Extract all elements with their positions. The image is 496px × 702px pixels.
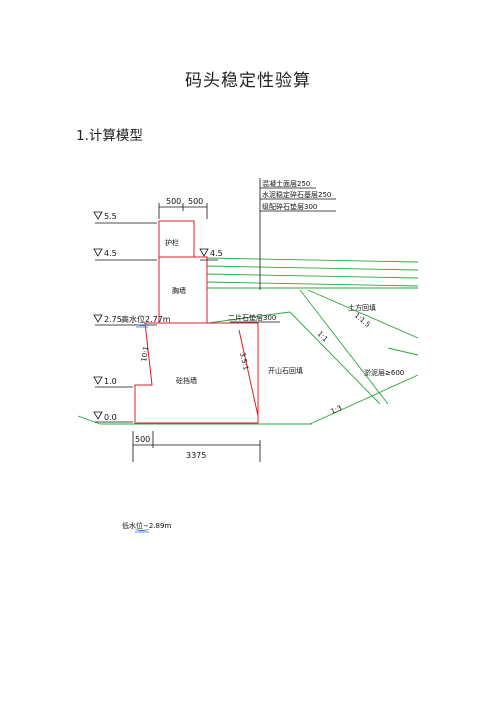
level-marker-icon: [93, 314, 103, 323]
level-marker-icon: [93, 411, 103, 420]
annotation-lines: [95, 178, 336, 462]
dim-toe: 500: [135, 435, 150, 444]
quarry-fill-label: 开山石回填: [268, 366, 303, 375]
level-markers: [93, 211, 209, 420]
high-water-level: 高水位2.77m: [121, 314, 171, 324]
gravity-wall-outline: [134, 322, 259, 424]
page-title: 码头稳定性验算: [185, 71, 311, 91]
low-water-icon: [134, 529, 150, 531]
level-1-0: 1.0: [104, 377, 117, 386]
pavement-layer-1: 混凝土面层250: [262, 179, 310, 188]
level-2-75: 2.75: [104, 315, 122, 324]
slope-back: 3.5:1: [238, 352, 250, 371]
high-water-icon: [135, 324, 149, 326]
level-marker-icon: [93, 376, 103, 385]
level-marker-icon: [93, 248, 103, 257]
level-4-5: 4.5: [104, 249, 117, 258]
water-symbols: [134, 324, 150, 533]
gravity-wall-label: 砼挡墙: [176, 376, 197, 385]
low-water-level: 低水位−2.89m: [122, 521, 171, 530]
slope-labels: 10:1 3.5:1 1:1 1:1.5 1:3: [140, 311, 372, 415]
level-0-0: 0.0: [104, 413, 117, 422]
ground-lines: [77, 257, 419, 425]
dimension-labels: 500 500 500 3375: [135, 197, 206, 460]
breast-wall-label: 胸墙: [172, 286, 186, 295]
slope-1-1-5: 1:1.5: [353, 311, 372, 329]
part-labels: 护栏 胸墙 砼挡墙 二片石垫层300 开山石回填 土方回填 淤泥层≥600 混凝…: [122, 179, 404, 530]
dim-base: 3375: [186, 451, 206, 460]
slope-front: 10:1: [140, 346, 150, 363]
fill-top-label: 二片石垫层300: [228, 313, 276, 322]
pavement-layer-3: 级配碎石垫层300: [262, 202, 317, 211]
quay-structure: [134, 220, 259, 424]
pavement-layer-2: 水泥稳定碎石基层250: [262, 190, 331, 199]
level-5-5: 5.5: [104, 212, 117, 221]
slope-1-3: 1:3: [330, 404, 344, 416]
slope-1-1: 1:1: [316, 330, 330, 344]
dim-top-right: 500: [188, 197, 203, 206]
level-4-5-right: 4.5: [210, 249, 223, 258]
dredge-label: 淤泥层≥600: [364, 368, 404, 377]
level-marker-icon: [93, 211, 103, 220]
dim-top-left: 500: [166, 197, 181, 206]
parapet-outline: [158, 220, 195, 257]
level-marker-icon: [199, 248, 209, 257]
parapet-label: 护栏: [165, 238, 179, 247]
section-heading: 1.计算模型: [76, 128, 143, 144]
soil-fill-label: 土方回填: [348, 303, 376, 312]
level-labels: 5.5 4.5 4.5 2.75 高水位2.77m 1.0 0.0: [104, 212, 223, 422]
